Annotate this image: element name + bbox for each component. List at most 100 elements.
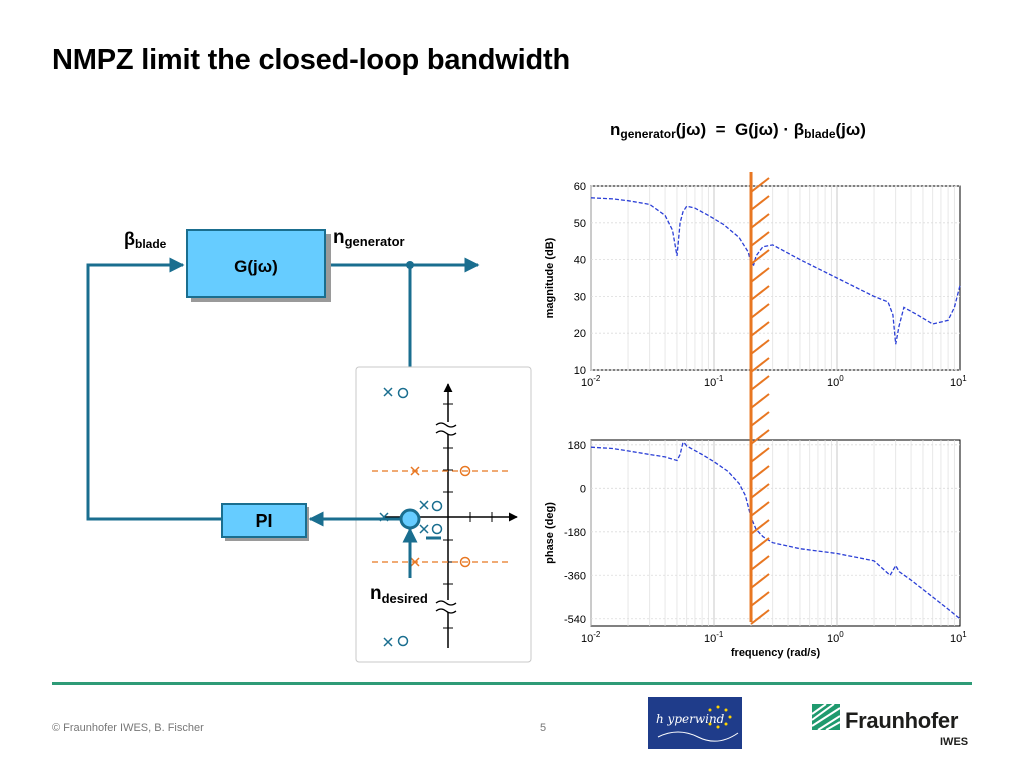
plant-block — [186, 229, 326, 298]
axis-break-bottom — [435, 600, 458, 614]
y-tick-label: 30 — [574, 291, 586, 303]
y-axis-label: phase (deg) — [544, 502, 556, 564]
copyright-text: © Fraunhofer IWES, B. Fischer — [52, 722, 204, 734]
pole-marker — [383, 637, 393, 647]
desired-label-main: n — [370, 583, 382, 604]
x-tick-label: 10-2 — [581, 630, 601, 645]
transfer-equation: ngenerator(jω) = G(jω) · βblade(jω) — [610, 120, 866, 141]
hatch-stroke — [750, 555, 770, 571]
hatch-stroke — [750, 321, 770, 337]
output-label-main: n — [333, 227, 345, 248]
hatch-stroke — [750, 447, 770, 463]
pole-marker — [419, 524, 429, 534]
pole-zero-panel — [355, 366, 532, 663]
hatch-stroke — [750, 573, 770, 589]
output-label-sub: generator — [345, 234, 405, 249]
hatch-stroke — [750, 501, 770, 517]
eq-lhs-n: n — [610, 120, 621, 139]
y-tick-label: 60 — [574, 181, 586, 193]
hatch-stroke — [750, 357, 770, 373]
controller-label: PI — [255, 511, 272, 531]
hatch-stroke — [750, 285, 770, 301]
bode-series-line — [590, 441, 961, 620]
summing-junction — [399, 508, 421, 530]
bandwidth-limit — [749, 172, 770, 625]
hatch-stroke — [750, 303, 770, 319]
y-tick-label: 40 — [574, 255, 586, 267]
footer-divider — [52, 682, 972, 685]
x-tick-label: 10-1 — [704, 630, 724, 645]
zero-marker — [431, 500, 443, 512]
x-tick-label: 101 — [950, 374, 967, 389]
desired-label: ndesired — [370, 583, 428, 606]
hatch-stroke — [750, 249, 770, 265]
svg-text:h yperwind: h yperwind — [656, 712, 725, 726]
x-tick-label: 10-1 — [704, 374, 724, 389]
hatch-stroke — [750, 609, 770, 625]
pole-marker — [419, 500, 429, 510]
hatch-stroke — [750, 483, 770, 499]
eq-lhs-arg: (jω) — [675, 120, 707, 139]
hatch-stroke — [750, 591, 770, 607]
y-tick-label: -540 — [564, 614, 586, 626]
phase-plot: 180 0 -180 -360 -540 10-2 10-1 100 101 phase (deg… — [544, 439, 967, 659]
plant-label: G(jω) — [234, 257, 278, 276]
hatch-stroke — [750, 393, 770, 409]
hatch-stroke — [750, 465, 770, 481]
y-tick-label: 20 — [574, 328, 586, 340]
input-label: βblade — [124, 229, 167, 251]
y-tick-label: -360 — [564, 570, 586, 582]
hatch-stroke — [750, 519, 770, 535]
fraunhofer-iwes: IWES — [940, 736, 969, 748]
y-tick-label: 50 — [574, 218, 586, 230]
eq-rhs-beta: β — [793, 120, 805, 139]
hatch-stroke — [750, 213, 770, 229]
input-label-sub: blade — [135, 237, 167, 251]
zero-marker — [397, 387, 409, 399]
zero-marker — [431, 523, 443, 535]
hatch-stroke — [750, 177, 770, 193]
desired-label-sub: desired — [382, 591, 428, 606]
hatch-stroke — [750, 375, 770, 391]
slide-title: NMPZ limit the closed-loop bandwidth — [52, 44, 571, 76]
y-tick-label: 10 — [574, 365, 586, 377]
plot-frame — [590, 439, 961, 627]
hatch-stroke — [750, 339, 770, 355]
y-tick-label: -180 — [564, 527, 586, 539]
x-axis-label: frequency (rad/s) — [731, 647, 821, 659]
x-tick-label: 101 — [950, 630, 967, 645]
axis-break-top — [435, 422, 458, 436]
eq-rhs-arg: (jω) — [835, 120, 866, 139]
y-tick-label: 180 — [568, 440, 586, 452]
pole-marker — [410, 466, 420, 476]
page-number: 5 — [540, 722, 547, 734]
branch-point — [406, 261, 414, 269]
x-tick-label: 100 — [827, 630, 844, 645]
hatch-stroke — [750, 267, 770, 283]
x-tick-label: 10-2 — [581, 374, 601, 389]
hatch-stroke — [750, 231, 770, 247]
bode-series-line — [590, 197, 961, 345]
plot-frame — [590, 185, 961, 371]
block-diagram: G(jω) βblade ngenerator — [86, 227, 532, 663]
x-tick-label: 100 — [827, 374, 844, 389]
feedback-wire — [86, 257, 300, 521]
hatch-stroke — [750, 429, 770, 445]
y-tick-label: 0 — [580, 483, 586, 495]
pole-marker — [410, 557, 420, 567]
hyperwind-logo: h yperwind — [648, 697, 742, 749]
output-label: ngenerator — [333, 227, 405, 249]
zero-marker — [459, 556, 471, 568]
fraunhofer-logo-mark — [812, 704, 841, 731]
input-label-main: β — [124, 229, 135, 249]
eq-lhs-sub: generator — [620, 127, 676, 141]
zero-marker — [397, 635, 409, 647]
eq-rhs-g: G(jω) — [735, 120, 779, 139]
hatch-stroke — [750, 537, 770, 553]
eq-equals: = — [715, 120, 726, 139]
y-axis-label: magnitude (dB) — [544, 237, 556, 318]
eq-dot: · — [783, 120, 790, 139]
eq-rhs-sub: blade — [804, 127, 836, 141]
